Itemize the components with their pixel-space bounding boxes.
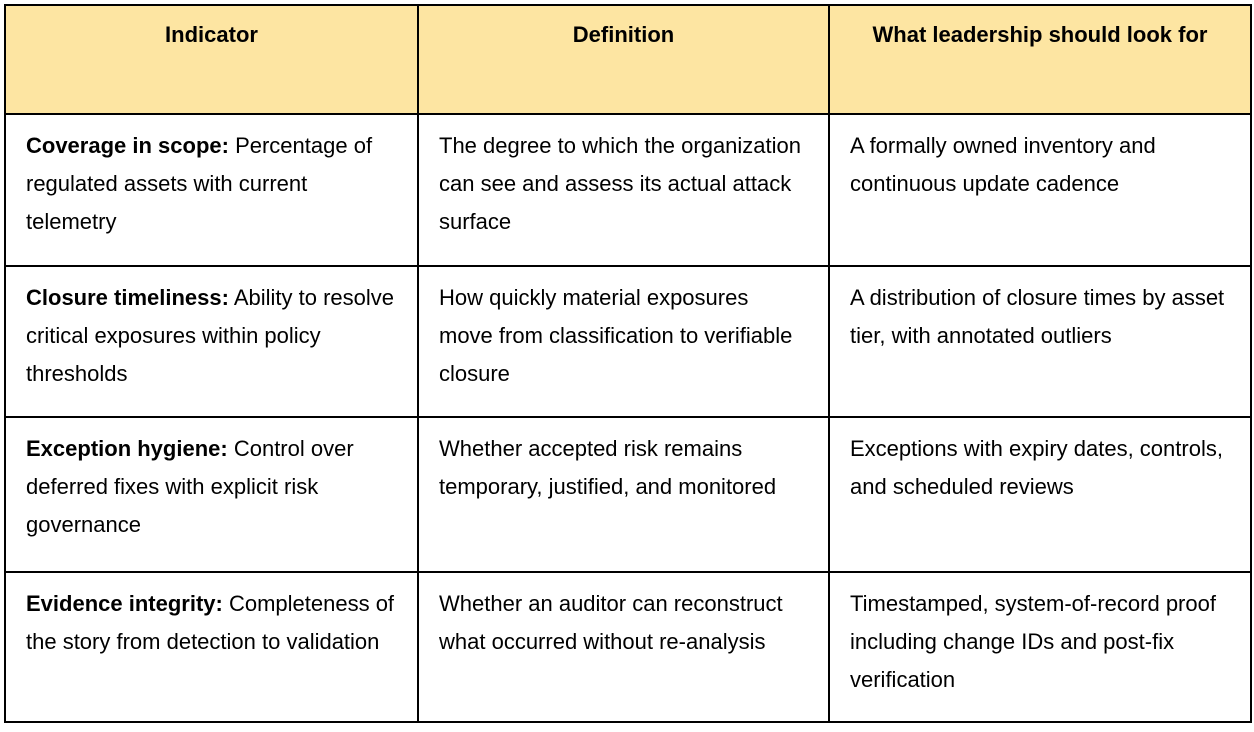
indicator-term: Coverage in scope: — [26, 133, 229, 158]
indicator-term: Evidence integrity: — [26, 591, 223, 616]
indicator-cell: Evidence integrity: Completeness of the … — [4, 571, 419, 723]
definition-cell: Whether accepted risk remains temporary,… — [417, 416, 830, 573]
indicators-table: Indicator Definition What leadership sho… — [4, 4, 1252, 723]
definition-cell: Whether an auditor can reconstruct what … — [417, 571, 830, 723]
table-row: Exception hygiene: Control over deferred… — [4, 416, 1252, 573]
indicator-cell: Closure timeliness: Ability to resolve c… — [4, 265, 419, 418]
header-cell-indicator: Indicator — [4, 4, 419, 115]
leadership-cell: Timestamped, system-of-record proof incl… — [828, 571, 1252, 723]
leadership-cell: Exceptions with expiry dates, controls, … — [828, 416, 1252, 573]
indicator-cell: Exception hygiene: Control over deferred… — [4, 416, 419, 573]
indicator-cell: Coverage in scope: Percentage of regulat… — [4, 113, 419, 267]
indicator-description: Control over deferred fixes with explici… — [26, 436, 354, 537]
header-cell-definition: Definition — [417, 4, 830, 115]
leadership-cell: A distribution of closure times by asset… — [828, 265, 1252, 418]
leadership-cell: A formally owned inventory and continuou… — [828, 113, 1252, 267]
indicator-description: Ability to resolve critical exposures wi… — [26, 285, 395, 386]
indicator-description: Completeness of the story from detection… — [26, 591, 395, 654]
indicator-term: Closure timeliness: — [26, 285, 229, 310]
table-row: Coverage in scope: Percentage of regulat… — [4, 113, 1252, 267]
indicator-term: Exception hygiene: — [26, 436, 228, 461]
indicator-description: Percentage of regulated assets with curr… — [26, 133, 373, 234]
header-cell-leadership: What leadership should look for — [828, 4, 1252, 115]
definition-cell: How quickly material exposures move from… — [417, 265, 830, 418]
table-row: Closure timeliness: Ability to resolve c… — [4, 265, 1252, 418]
definition-cell: The degree to which the organization can… — [417, 113, 830, 267]
table-header-row: Indicator Definition What leadership sho… — [4, 4, 1252, 115]
table-row: Evidence integrity: Completeness of the … — [4, 571, 1252, 723]
